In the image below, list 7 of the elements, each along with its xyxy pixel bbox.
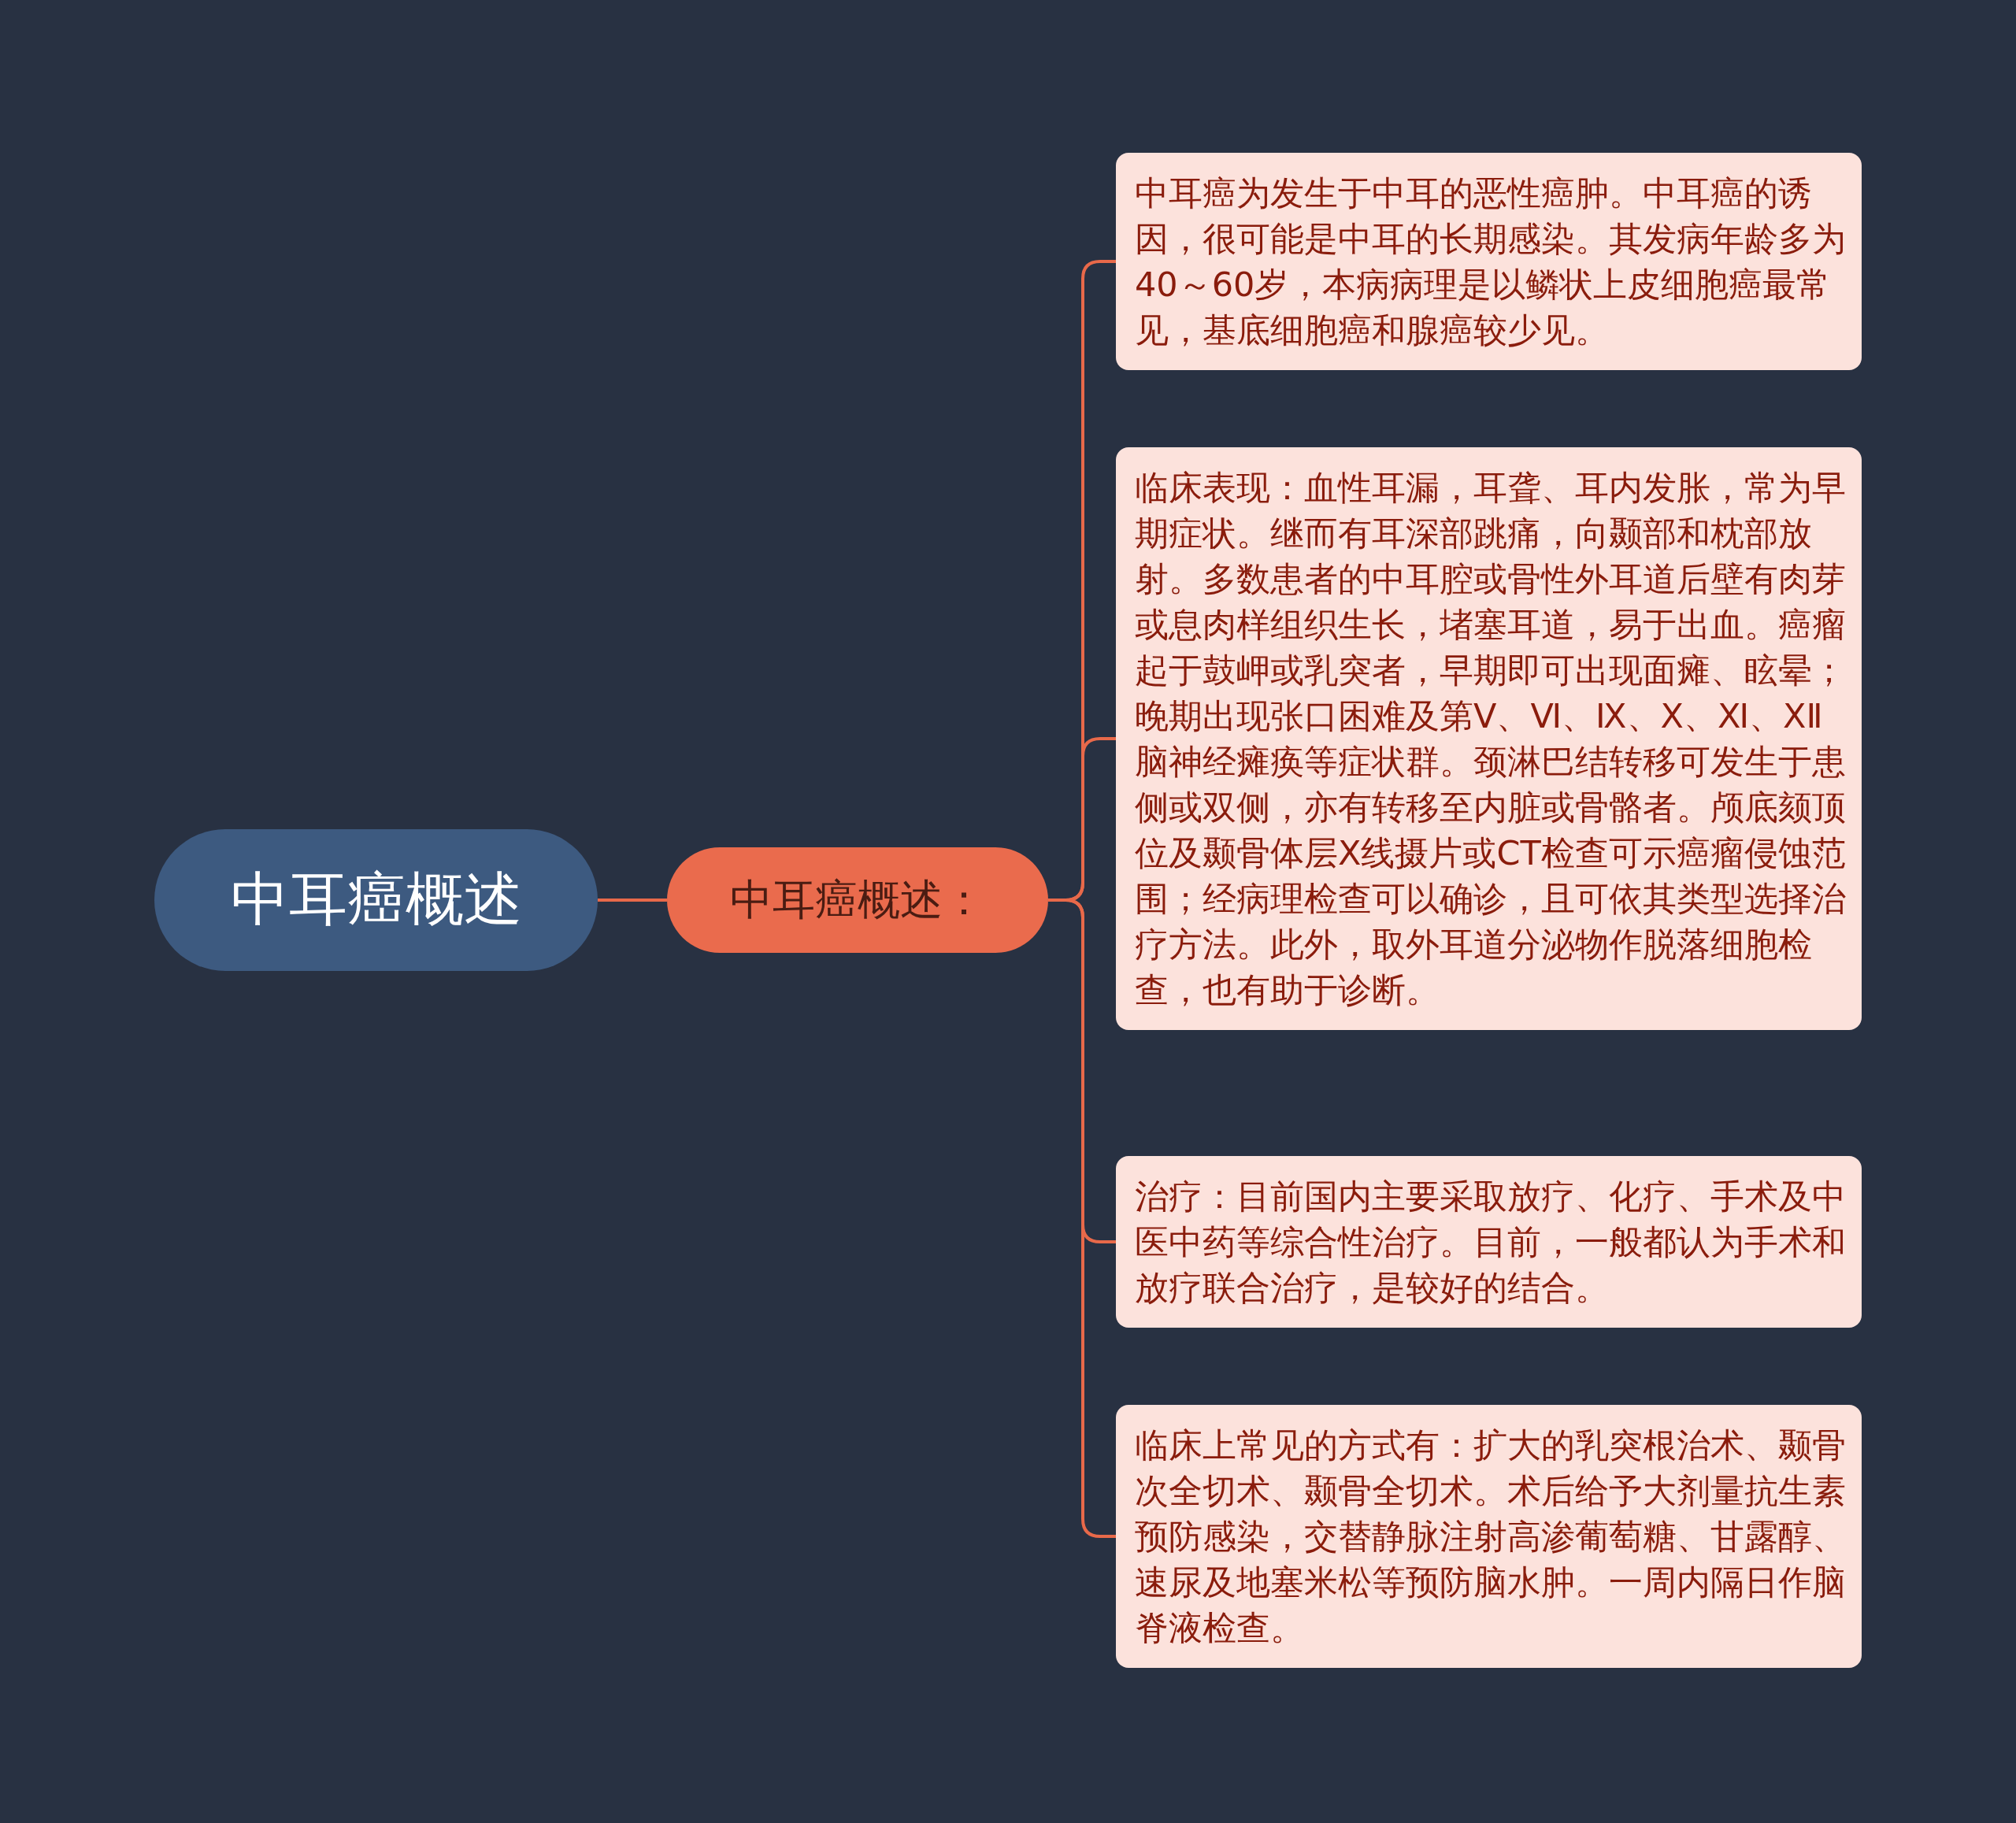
text-card: 临床上常见的方式有：扩大的乳突根治术、颞骨次全切术、颞骨全切术。术后给予大剂量抗生素预防感染，交替静脉注射高渗葡萄糖、甘露醇、速尿及地塞米松等预防脑水肿。一周内隔日作脑脊液检查。 bbox=[1116, 1405, 1862, 1668]
text-card: 临床表现：血性耳漏，耳聋、耳内发胀，常为早期症状。继而有耳深部跳痛，向颞部和枕部放射。多数患者的中耳腔或骨性外耳道后壁有肉芽或息肉样组织生长，堵塞耳道，易于出血。癌瘤起于鼓岬或乳突者，早期即可出现面瘫、眩晕；晚期出现张口困难及第Ⅴ、Ⅵ、Ⅸ、Ⅹ、Ⅺ、ⅩⅡ脑神经瘫痪等症状群。颈淋巴结转移可发生于患侧或双侧，亦有转移至内脏或骨骼者。颅底颏顶位及颞骨体层X线摄片或CT检查可示癌瘤侵蚀范围；经病理检查可以确诊，且可依其类型选择治疗方法。此外，取外耳道分泌物作脱落细胞检查，也有助于诊断。 bbox=[1116, 447, 1862, 1030]
topic-bubble: 中耳癌概述 bbox=[154, 829, 598, 971]
text-card: 中耳癌为发生于中耳的恶性癌肿。中耳癌的诱因，很可能是中耳的长期感染。其发病年龄多为40～60岁，本病病理是以鳞状上皮细胞癌最常见，基底细胞癌和腺癌较少见。 bbox=[1116, 153, 1862, 370]
subtopic-bubble: 中耳癌概述： bbox=[667, 847, 1048, 953]
text-card: 治疗：目前国内主要采取放疗、化疗、手术及中医中药等综合性治疗。目前，一般都认为手术和放疗联合治疗，是较好的结合。 bbox=[1116, 1156, 1862, 1328]
connector-line bbox=[598, 899, 667, 902]
